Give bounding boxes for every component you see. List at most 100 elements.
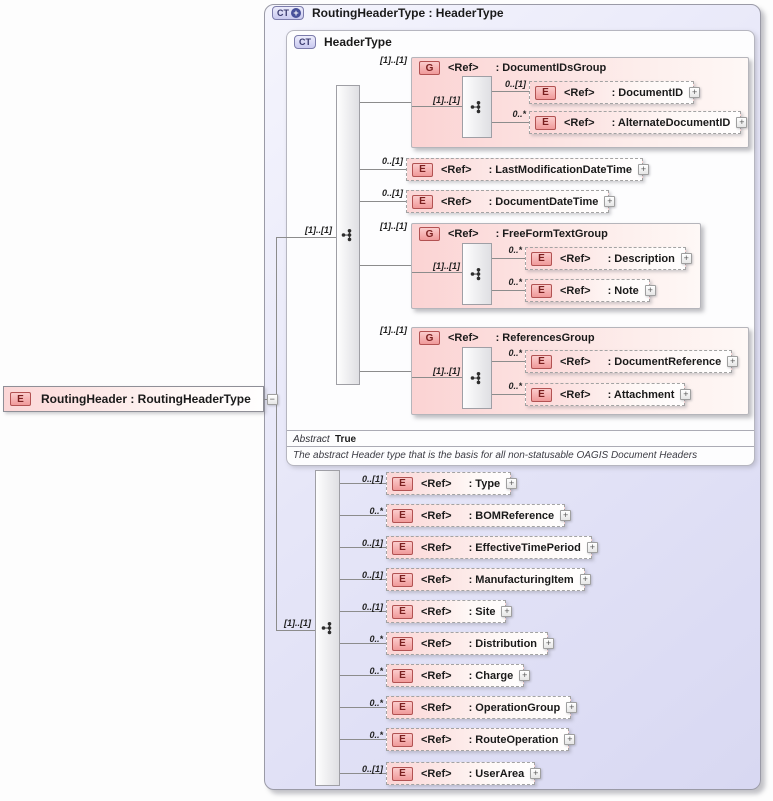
element-name: : AlternateDocumentID <box>611 116 731 129</box>
element-documentdatetime-box[interactable]: E <Ref> : DocumentDateTime <box>406 190 610 213</box>
element-documentid: E <Ref> : DocumentID + <box>529 81 701 104</box>
expand-icon[interactable]: + <box>689 87 701 98</box>
ct-badge: CT <box>294 35 316 49</box>
expand-icon[interactable]: + <box>604 196 616 207</box>
element-documentid-box[interactable]: E <Ref> : DocumentID <box>529 81 695 104</box>
cardinality-label: 0..[1] <box>361 570 383 580</box>
expand-icon[interactable]: + <box>560 510 572 521</box>
element-site-box[interactable]: E <Ref> : Site <box>386 600 507 623</box>
element-name: : Type <box>468 477 501 490</box>
connector-line <box>360 201 406 202</box>
element-documentreference-box[interactable]: E <Ref> : DocumentReference <box>525 350 733 373</box>
ref-label: <Ref> <box>421 541 452 554</box>
ct-extension-badge: CT+ <box>272 6 304 20</box>
cardinality-label: [1]..[1] <box>380 221 407 231</box>
connector-line <box>340 707 386 708</box>
element-attachment-box[interactable]: E <Ref> : Attachment <box>525 383 686 406</box>
cardinality-label: [1]..[1] <box>433 261 460 271</box>
cardinality-label: 0..* <box>369 730 383 740</box>
element-badge: E <box>392 540 413 555</box>
element-manufacturingitem: E <Ref> : ManufacturingItem + <box>386 568 591 591</box>
expand-icon[interactable]: + <box>727 356 739 367</box>
cardinality-label: 0..[1] <box>381 188 403 198</box>
sequence-icon <box>341 229 352 242</box>
ref-label: <Ref> <box>560 284 591 297</box>
connector-line <box>255 399 276 400</box>
connector-line <box>360 169 406 170</box>
expand-icon[interactable]: + <box>579 574 591 585</box>
element-name: : EffectiveTimePeriod <box>468 541 581 554</box>
ref-label: <Ref> <box>421 637 452 650</box>
connector-line <box>360 102 411 103</box>
expand-icon[interactable]: + <box>530 768 542 779</box>
element-description-box[interactable]: E <Ref> : Description <box>525 247 686 270</box>
expand-icon[interactable]: + <box>501 606 513 617</box>
expand-icon[interactable]: + <box>680 389 692 400</box>
connector-line <box>360 371 411 372</box>
connector-line <box>412 106 462 107</box>
collapse-icon[interactable]: − <box>266 393 278 405</box>
element-badge: E <box>535 85 556 100</box>
expand-icon[interactable]: + <box>566 702 578 713</box>
connector-line <box>340 579 386 580</box>
ct-badge-label: CT <box>277 8 289 18</box>
cardinality-label: 0..* <box>369 506 383 516</box>
ref-label: <Ref> <box>421 669 452 682</box>
expand-icon[interactable]: + <box>519 670 531 681</box>
element-routingheader-box[interactable]: E RoutingHeader : RoutingHeaderType <box>3 386 264 412</box>
element-userarea-box[interactable]: E <Ref> : UserArea <box>386 762 536 785</box>
ref-label: <Ref> <box>421 701 452 714</box>
connector-line <box>277 237 336 238</box>
ref-label: <Ref> <box>421 573 452 586</box>
expand-icon[interactable]: + <box>506 478 518 489</box>
expand-icon[interactable]: + <box>638 164 650 175</box>
element-badge: E <box>392 476 413 491</box>
element-badge: E <box>392 668 413 683</box>
element-alternatedocumentid-box[interactable]: E <Ref> : AlternateDocumentID <box>529 111 742 134</box>
element-operationgroup-box[interactable]: E <Ref> : OperationGroup <box>386 696 572 719</box>
group-badge: G <box>419 61 440 75</box>
element-name: : Charge <box>468 669 514 682</box>
element-badge: E <box>392 636 413 651</box>
element-name: : Distribution <box>468 637 538 650</box>
element-name: : Site <box>468 605 496 618</box>
element-routeoperation: E <Ref> : RouteOperation + <box>386 728 576 751</box>
cardinality-label: 0..* <box>512 109 526 119</box>
connector-line <box>340 643 386 644</box>
element-badge: E <box>412 194 433 209</box>
element-badge: E <box>392 766 413 781</box>
sequence-compositor <box>462 243 492 305</box>
expand-icon[interactable]: + <box>586 542 598 553</box>
element-charge-box[interactable]: E <Ref> : Charge <box>386 664 525 687</box>
element-documentreference: E <Ref> : DocumentReference + <box>525 350 739 373</box>
ref-label: <Ref> <box>421 605 452 618</box>
element-note-box[interactable]: E <Ref> : Note <box>525 279 650 302</box>
expand-icon[interactable]: + <box>543 638 555 649</box>
expand-icon[interactable]: + <box>680 253 692 264</box>
element-badge: E <box>392 700 413 715</box>
cardinality-label: 0..[1] <box>504 79 526 89</box>
expand-icon[interactable]: + <box>564 734 576 745</box>
sequence-icon <box>321 622 331 635</box>
element-badge: E <box>535 115 556 130</box>
element-routeoperation-box[interactable]: E <Ref> : RouteOperation <box>386 728 570 751</box>
element-badge: E <box>392 604 413 619</box>
element-manufacturingitem-box[interactable]: E <Ref> : ManufacturingItem <box>386 568 585 591</box>
element-effectivetimeperiod-box[interactable]: E <Ref> : EffectiveTimePeriod <box>386 536 592 559</box>
element-type-box[interactable]: E <Ref> : Type <box>386 472 512 495</box>
expand-icon[interactable]: + <box>644 285 656 296</box>
element-type: E <Ref> : Type + <box>386 472 518 495</box>
element-bomreference-box[interactable]: E <Ref> : BOMReference <box>386 504 566 527</box>
connector-line <box>340 547 386 548</box>
ref-label: <Ref> <box>441 163 472 176</box>
element-lastmodificationdatetime-box[interactable]: E <Ref> : LastModificationDateTime <box>406 158 644 181</box>
ref-label: <Ref> <box>421 477 452 490</box>
element-badge: E <box>531 251 552 266</box>
connector-line <box>412 377 462 378</box>
connector-line <box>360 265 411 266</box>
element-distribution-box[interactable]: E <Ref> : Distribution <box>386 632 549 655</box>
element-label: RoutingHeader : RoutingHeaderType <box>41 392 251 406</box>
element-name: : UserArea <box>468 767 525 780</box>
expand-icon[interactable]: + <box>736 117 748 128</box>
